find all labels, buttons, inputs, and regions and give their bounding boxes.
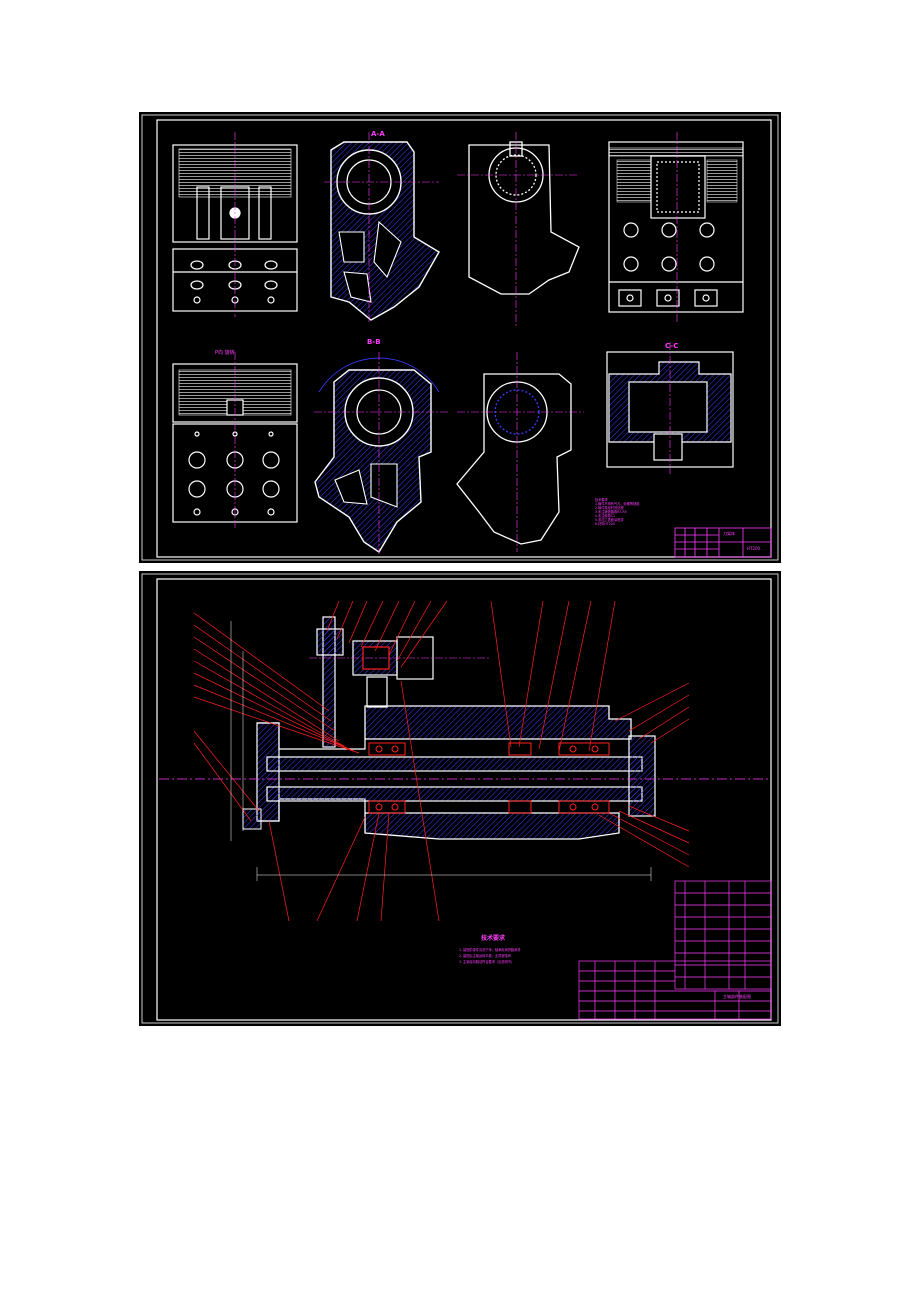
section-label-cc: C-C [665,342,679,350]
inner-frame [156,119,772,558]
tech-requirements-2: 技术要求 1. 装配前零件清洗干净，轴承用润滑脂润滑 2. 装配后主轴运转平稳，… [459,933,589,964]
view-top-right [608,141,744,313]
tech-req-item: 3.未注铸造圆角R3-R5 [595,510,627,514]
inner-frame-2 [156,578,772,1021]
tech-req-item: 5.非加工表面涂底漆 [595,518,624,522]
tech-req-item: 4.未注倒角C1 [595,514,616,518]
tech-req-item: 1. 装配前零件清洗干净，轴承用润滑脂润滑 [459,948,521,952]
tech-req-item: 6.材料HT200 [595,522,615,526]
tech-req-item: 1.铸件不得有气孔、砂眼等缺陷 [595,502,640,506]
spindle-housing [256,705,632,840]
tech-req-title: 技术要求 [481,935,506,942]
section-label-aa: A-A [371,130,385,138]
section-label-bb: B-B [367,338,381,346]
spindle-shaft [242,735,656,830]
outer-frame-2 [141,573,779,1024]
view-side-bottom [456,373,572,545]
view-side-top [468,141,580,295]
title-block-2 [578,880,772,1020]
tech-req-title: 技术要求 [595,498,608,502]
sheet-1-graphics [141,114,779,561]
sheet-2-graphics [141,573,779,1024]
drawing-sheet-2: 技术要求 1. 装配前零件清洗干净，轴承用润滑脂润滑 2. 装配后主轴运转平稳，… [139,571,781,1026]
view-front-bottom [172,363,298,523]
title-block-material: HT200 [747,546,761,551]
tech-req-item: 3. 主轴径向跳动符合要求（见说明书） [459,960,515,964]
dimension-lines [230,621,652,881]
title-block-1 [674,527,772,558]
outer-frame [141,114,779,561]
gear-train [316,616,434,748]
tech-req-item: 2. 装配后主轴运转平稳，无异常噪声 [459,954,511,958]
view-section-a-a [330,141,440,321]
tech-req-item: 2.铸件需经时效处理 [595,506,624,510]
title-block-assembly-name: 主轴部件装配图 [723,994,751,999]
view-note: P向 旋转 [215,350,235,356]
view-section-b-b [314,357,440,553]
title-block-part-name: 刀架体 [723,531,735,536]
drawing-sheet-1: A-A B-B C-C P向 旋转 技术要求 1.铸件不得有气孔、砂眼等缺陷 2… [139,112,781,563]
bearings [368,742,610,814]
leader-lines [193,600,690,922]
tech-requirements-1: 技术要求 1.铸件不得有气孔、砂眼等缺陷 2.铸件需经时效处理 3.未注铸造圆角… [595,498,665,526]
